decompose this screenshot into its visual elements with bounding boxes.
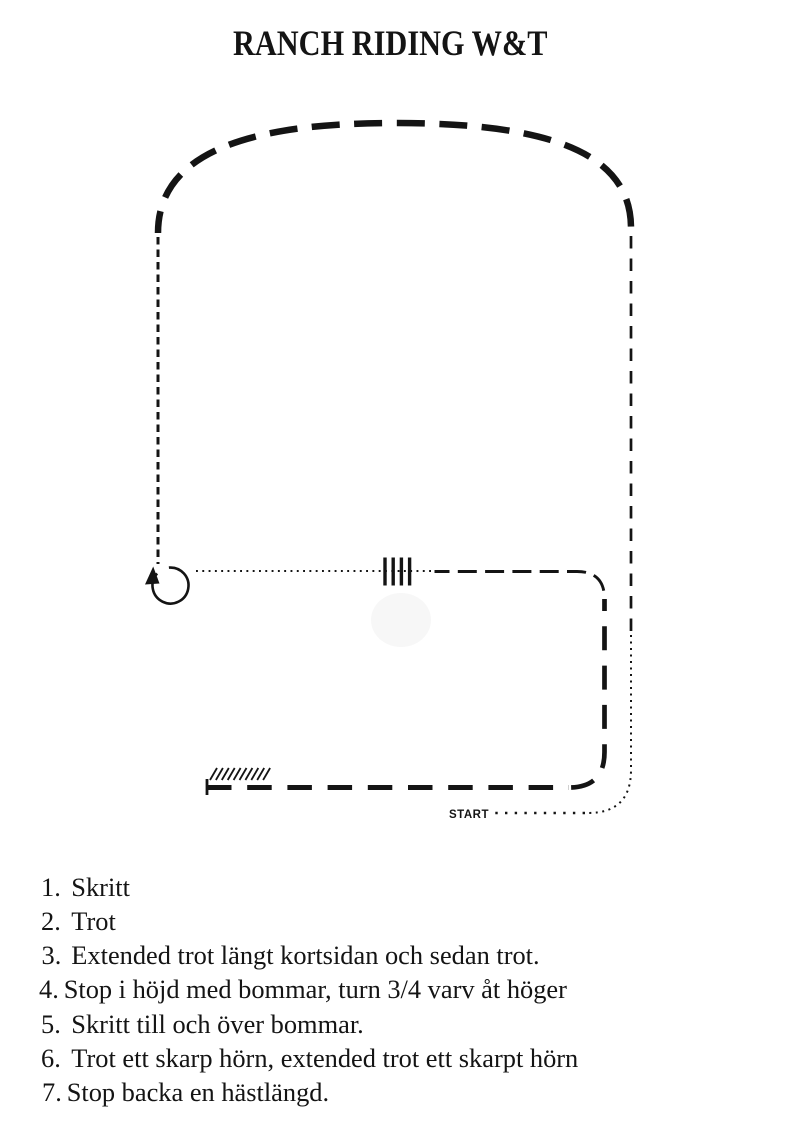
svg-text:START: START [449, 809, 489, 821]
